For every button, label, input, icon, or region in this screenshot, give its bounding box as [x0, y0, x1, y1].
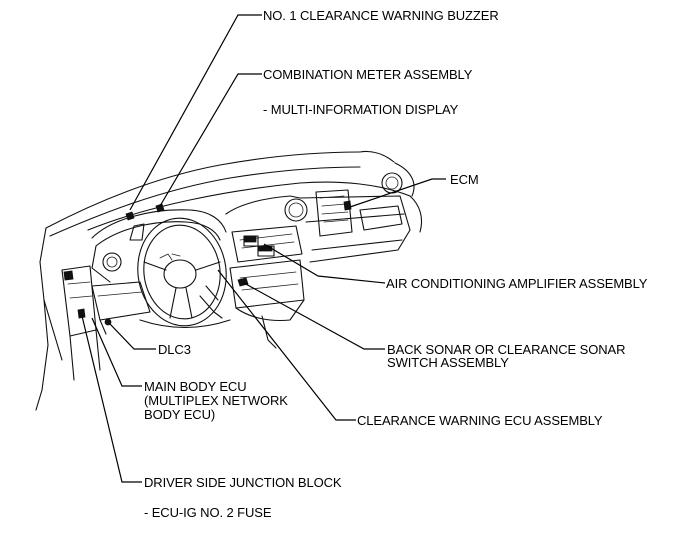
label-main-body-ecu-line3: BODY ECU): [144, 407, 216, 422]
label-back-sonar-switch-line1: BACK SONAR OR CLEARANCE SONAR: [387, 342, 626, 357]
label-back-sonar-switch-line2: SWITCH ASSEMBLY: [387, 355, 509, 370]
meter-cluster: [91, 203, 227, 283]
label-multi-information-display: - MULTI-INFORMATION DISPLAY: [263, 102, 459, 117]
label-dlc3: DLC3: [158, 342, 191, 357]
label-ecu-ig-no2-fuse: - ECU-IG NO. 2 FUSE: [144, 505, 272, 520]
label-driver-side-junction-block: DRIVER SIDE JUNCTION BLOCK: [144, 475, 342, 490]
label-no1-clearance-warning-buzzer: NO. 1 CLEARANCE WARNING BUZZER: [263, 8, 499, 23]
dashboard-outline: [35, 150, 423, 411]
passenger-dash: [299, 189, 411, 263]
lower-dash: [61, 265, 231, 381]
steering-wheel: [137, 217, 227, 327]
center-stack: [225, 195, 308, 349]
label-air-conditioning-amplifier-assembly: AIR CONDITIONING AMPLIFIER ASSEMBLY: [386, 276, 648, 291]
label-main-body-ecu-line1: MAIN BODY ECU: [144, 379, 247, 394]
label-main-body-ecu-line2: (MULTIPLEX NETWORK: [144, 393, 288, 408]
label-combination-meter-assembly: COMBINATION METER ASSEMBLY: [263, 67, 473, 82]
leader-lines: [81, 14, 446, 483]
label-ecm: ECM: [450, 172, 479, 187]
label-clearance-warning-ecu-assembly: CLEARANCE WARNING ECU ASSEMBLY: [357, 413, 603, 428]
